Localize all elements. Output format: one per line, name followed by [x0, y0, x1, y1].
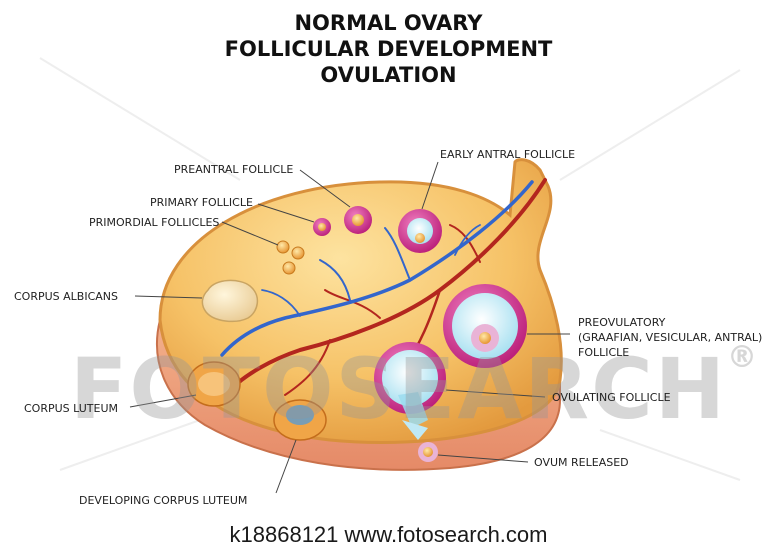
label-developing-corpus-luteum: DEVELOPING CORPUS LUTEUM — [79, 494, 247, 507]
label-preantral-follicle: PREANTRAL FOLLICLE — [174, 163, 293, 176]
label-corpus-luteum: CORPUS LUTEUM — [24, 402, 118, 415]
label-primordial-follicles: PRIMORDIAL FOLLICLES — [89, 216, 219, 229]
label-corpus-albicans: CORPUS ALBICANS — [14, 290, 118, 303]
label-preovulatory-line-3: FOLLICLE — [578, 346, 629, 359]
label-preovulatory-line-2: (GRAAFIAN, VESICULAR, ANTRAL) — [578, 331, 762, 344]
preantral-follicle — [344, 206, 372, 234]
primary-follicle — [313, 218, 331, 236]
footer-credit: k18868121 www.fotosearch.com — [0, 522, 777, 548]
ovum-released — [418, 442, 438, 462]
label-early-antral-follicle: EARLY ANTRAL FOLLICLE — [440, 148, 575, 161]
early-antral-follicle — [398, 209, 442, 253]
label-preovulatory-line-1: PREOVULATORY — [578, 316, 665, 329]
label-ovulating-follicle: OVULATING FOLLICLE — [552, 391, 671, 404]
corpus-albicans — [202, 280, 257, 321]
label-ovum-released: OVUM RELEASED — [534, 456, 629, 469]
watermark-registered-mark: ® — [727, 340, 759, 375]
label-primary-follicle: PRIMARY FOLLICLE — [150, 196, 253, 209]
